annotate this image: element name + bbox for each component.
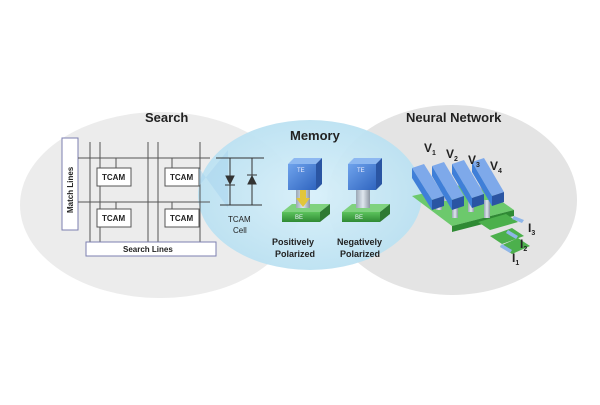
polarization-arrow-down	[296, 184, 310, 207]
svg-text:TCAM: TCAM	[102, 214, 125, 223]
svg-text:I3: I3	[528, 221, 535, 237]
svg-text:I1: I1	[512, 251, 519, 267]
svg-text:TCAM: TCAM	[170, 173, 193, 182]
zoom-cone	[199, 150, 228, 208]
tcam-cell: TCAM	[164, 208, 200, 228]
crossbar-top-electrodes	[412, 158, 504, 210]
te-label: TE	[357, 168, 365, 174]
tcam-cell-label-line1: TCAM	[228, 215, 251, 224]
svg-text:TCAM: TCAM	[170, 214, 193, 223]
current-arrows	[500, 216, 524, 253]
svg-text:V3: V3	[468, 153, 480, 169]
neural-network-title: Neural Network	[406, 110, 502, 125]
current-labels: I3 I2 I1	[512, 221, 535, 267]
search-title: Search	[145, 110, 188, 125]
voltage-labels: V1 V2 V3 V4	[424, 141, 502, 175]
negatively-polarized-stack	[342, 158, 390, 222]
search-lines-box	[85, 241, 217, 257]
svg-text:V1: V1	[424, 141, 436, 157]
tcam-cell: TCAM	[96, 208, 132, 228]
svg-text:V4: V4	[490, 159, 502, 175]
positively-caption-2: Polarized	[275, 249, 315, 259]
match-lines-label: Match Lines	[66, 166, 75, 213]
svg-text:I2: I2	[520, 237, 527, 253]
te-label: TE	[297, 168, 305, 174]
search-lines-label: Search Lines	[123, 245, 173, 254]
tcam-array-grid	[78, 142, 210, 244]
match-lines-box	[61, 137, 79, 231]
negatively-caption-1: Negatively	[337, 237, 382, 247]
be-label: BE	[355, 215, 363, 221]
be-label: BE	[295, 215, 303, 221]
tcam-cell-schematic	[216, 157, 264, 206]
memory-title: Memory	[290, 128, 341, 143]
svg-text:V2: V2	[446, 147, 458, 163]
negatively-caption-2: Polarized	[340, 249, 380, 259]
svg-text:TCAM: TCAM	[102, 173, 125, 182]
tcam-cell: TCAM	[164, 167, 200, 187]
tcam-cell: TCAM	[96, 167, 132, 187]
positively-caption-1: Positively	[272, 237, 314, 247]
tcam-cell-label-line2: Cell	[233, 226, 247, 235]
positively-polarized-stack	[282, 158, 330, 222]
